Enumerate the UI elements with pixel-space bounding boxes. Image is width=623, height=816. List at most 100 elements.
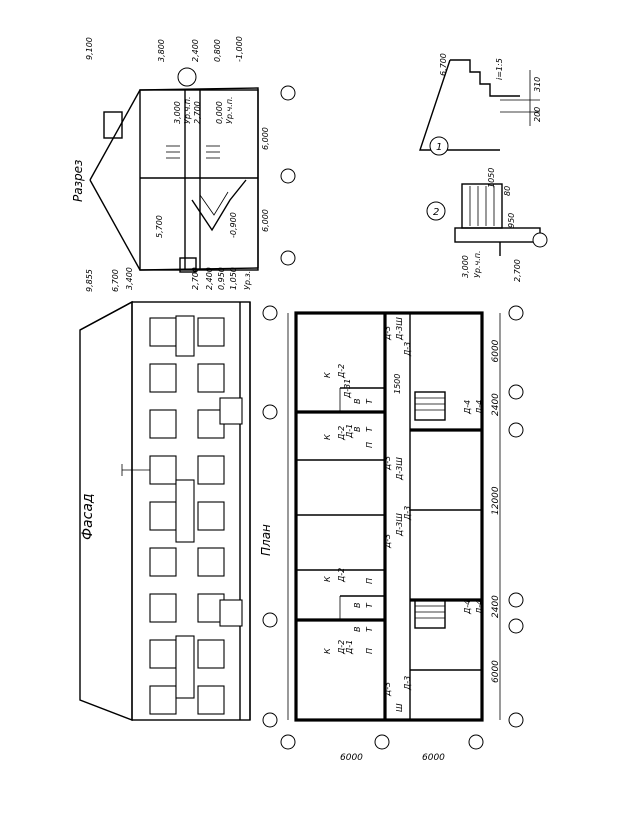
- facade-stair-window: [175, 315, 195, 357]
- facade-window: [149, 685, 177, 715]
- plan-room-label: К: [323, 576, 332, 582]
- facade-window: [197, 547, 225, 577]
- facade-stair-window: [175, 479, 195, 543]
- plan-title: План: [259, 524, 273, 556]
- d2-950: 950: [507, 213, 516, 228]
- plan-room-label: Д-4: [463, 400, 472, 415]
- axis-bubble: [508, 712, 524, 728]
- facade-window: [197, 501, 225, 531]
- plan-room-label: Д-1: [345, 424, 354, 439]
- plan-dim-1500: 1500: [393, 374, 402, 394]
- plan-room-label: Ш: [395, 703, 404, 712]
- facade-stair-window: [175, 635, 195, 699]
- d2-1050: 1050: [487, 168, 496, 188]
- mark-2700: 2,700: [193, 101, 202, 124]
- plan-room-label: Д-3Ш: [395, 513, 404, 537]
- plan-room-label: Д-4: [463, 600, 472, 615]
- plan-dim-left-b: 6000: [422, 753, 445, 763]
- facade-window: [197, 455, 225, 485]
- axis-bubble: [262, 305, 278, 321]
- plan-room-label: В: [353, 603, 362, 609]
- plan-axis-bubbles: [262, 305, 524, 728]
- plan-room-label: Д-2: [337, 568, 346, 583]
- facade-title: Фасад: [80, 493, 96, 540]
- facade-window: [149, 593, 177, 623]
- plan-room-label: Д-3: [383, 682, 392, 697]
- d1-200: 200: [533, 107, 542, 122]
- mark-9100: 9,100: [85, 37, 94, 60]
- axis-bubble: [508, 618, 524, 634]
- axis-bubble: [508, 305, 524, 321]
- plan-room-label: Д-3: [383, 456, 392, 471]
- plan-room-label: В: [353, 627, 362, 633]
- plan-room-label: Д-2: [337, 364, 346, 379]
- d1-slope: i=1:5: [495, 58, 504, 80]
- d1-6700: 6,700: [439, 53, 448, 76]
- plan-room-label: Д-4: [475, 600, 484, 615]
- facade-window: [197, 685, 225, 715]
- axis-bubble: [262, 712, 278, 728]
- facade-window: [149, 501, 177, 531]
- mark-0800: 0,800: [213, 39, 222, 62]
- mark-2700b: 2,700: [191, 267, 200, 290]
- stair-2: [414, 599, 446, 629]
- plan-room-label: Д-3Ш: [395, 317, 404, 341]
- axis-bubble: [262, 404, 278, 420]
- facade-window: [149, 639, 177, 669]
- plan-room-label: П: [365, 648, 374, 654]
- plan-dim-left-a: 6000: [340, 753, 363, 763]
- facade-entry-1: [219, 397, 243, 425]
- plan-room-label: Д-4: [475, 400, 484, 415]
- mark-3000: 3,000: [173, 101, 182, 124]
- plan-room-label: Д-3: [403, 506, 412, 521]
- axis-bubble: [508, 422, 524, 438]
- plan-room-label: Д-2: [337, 640, 346, 655]
- mark-3800: 3,800: [157, 39, 166, 62]
- mark-urz: Ур.з.: [243, 271, 252, 290]
- mark-0950: 0,950: [217, 267, 226, 290]
- plan-room-label: Д-2: [337, 426, 346, 441]
- plan-room-label: П: [365, 578, 374, 584]
- plan-room-label: Д-3: [403, 676, 412, 691]
- plan-bottom-dim: 6000: [491, 660, 501, 683]
- d1-310: 310: [533, 77, 542, 92]
- facade-windows: [149, 315, 225, 715]
- facade-window: [197, 317, 225, 347]
- plan-room-label: Т: [365, 602, 374, 608]
- detail-1-number: 1: [436, 142, 442, 153]
- plan-room-label: П: [365, 442, 374, 448]
- plan-room-label: К: [323, 372, 332, 378]
- plan-bottom-dim: 6000: [491, 339, 501, 362]
- stair-1: [414, 391, 446, 421]
- facade-window: [149, 409, 177, 439]
- plan-room-label: Д-3: [383, 326, 392, 341]
- plan-room-label: К: [323, 648, 332, 654]
- facade-window: [149, 455, 177, 485]
- d2-urch: Ур.ч.п.: [473, 250, 482, 278]
- plan-room-label: Д-3: [403, 342, 412, 357]
- detail-2-number: 2: [433, 207, 439, 218]
- detail-2: 2 1050 80 950 3,000 Ур.ч.п. 2,700: [426, 168, 548, 282]
- mark-6700: 6,700: [111, 269, 120, 292]
- facade-window: [149, 547, 177, 577]
- plan-room-label: В: [353, 399, 362, 405]
- facade-entry-2: [219, 599, 243, 627]
- plan-room-label: Д-1: [345, 640, 354, 655]
- plan-room-label: Т: [365, 398, 374, 404]
- mark-5700: 5,700: [155, 215, 164, 238]
- plan-room-label: Д-3Ш: [395, 457, 404, 481]
- plan-room-label: Д-31: [343, 379, 352, 399]
- mark-urch-1: Ур.ч.п.: [183, 96, 192, 124]
- axis-bubble: [508, 384, 524, 400]
- plan-room-label: Т: [365, 626, 374, 632]
- mark-2400: 2,400: [191, 39, 200, 62]
- axis-bubble: [262, 612, 278, 628]
- mark-h6000a: 6,000: [261, 127, 270, 150]
- axis-bubble: [508, 592, 524, 608]
- mark-1050: 1,050: [229, 267, 238, 290]
- mark-urch-2: Ур.ч.п.: [225, 96, 234, 124]
